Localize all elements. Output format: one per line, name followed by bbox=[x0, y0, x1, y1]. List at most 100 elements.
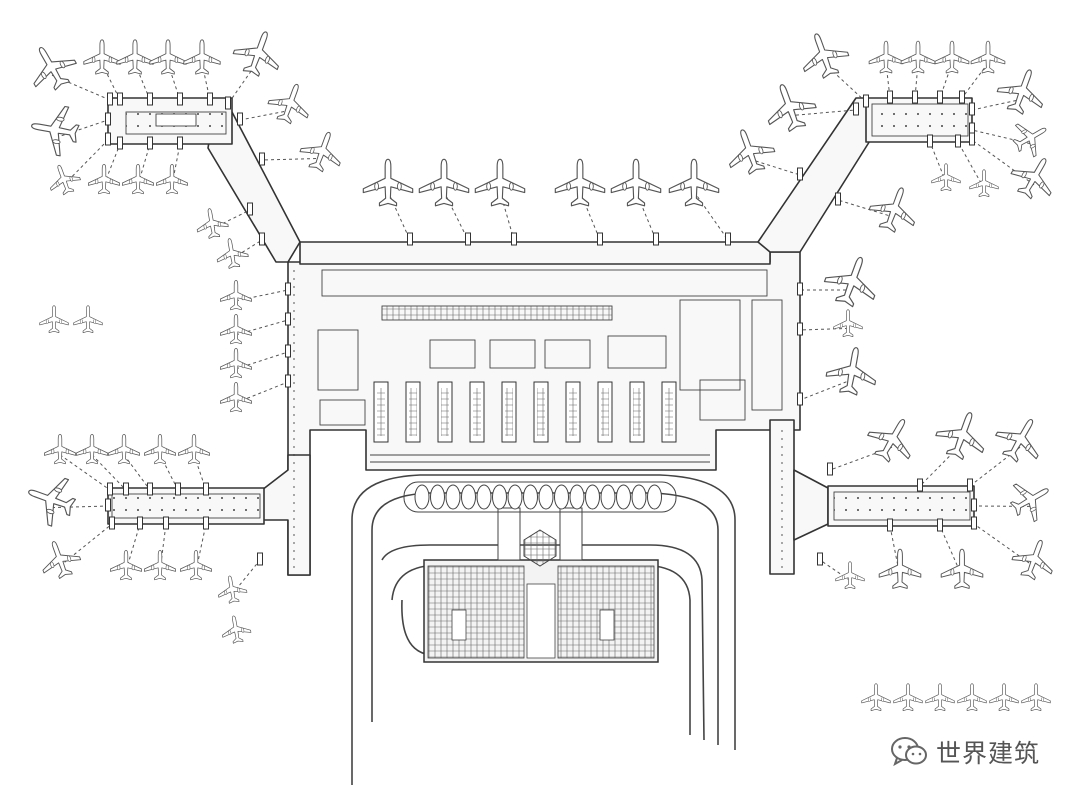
airplane-icon bbox=[108, 434, 140, 465]
canopy-bay bbox=[647, 484, 662, 510]
airplane-icon bbox=[1003, 471, 1059, 528]
airplane-icon bbox=[930, 403, 995, 466]
jet-bridge bbox=[797, 322, 803, 336]
taxi-line bbox=[789, 109, 857, 117]
airplane-icon bbox=[1007, 532, 1062, 585]
canopy-bay bbox=[492, 484, 507, 510]
canopy-bay bbox=[476, 484, 492, 510]
airplane-icon bbox=[833, 309, 863, 337]
airplane-icon bbox=[860, 407, 925, 471]
airplane-icon bbox=[757, 75, 822, 138]
airplane-icon bbox=[610, 158, 662, 207]
jet-bridge bbox=[597, 232, 603, 246]
airplane-icon bbox=[793, 25, 854, 84]
canopy-bay bbox=[430, 484, 445, 510]
airplane-icon bbox=[116, 39, 154, 75]
airplane-icon bbox=[474, 158, 526, 207]
jet-bridge bbox=[955, 134, 961, 148]
airplane-icon bbox=[1006, 112, 1056, 163]
airplane-icon bbox=[989, 683, 1019, 711]
jet-bridge bbox=[247, 202, 253, 216]
jet-bridge bbox=[177, 136, 183, 150]
taxi-line bbox=[837, 199, 895, 218]
airplane-icon bbox=[878, 548, 922, 589]
jet-bridge bbox=[207, 92, 213, 106]
jet-bridge bbox=[123, 482, 129, 496]
airplane-icon bbox=[228, 23, 289, 82]
canopy-bay bbox=[461, 484, 476, 510]
taxi-line bbox=[969, 446, 1021, 487]
jet-bridge bbox=[105, 132, 111, 146]
airplane-icon bbox=[362, 158, 414, 207]
airplane-icon bbox=[144, 434, 176, 465]
taxi-line bbox=[51, 74, 111, 101]
airplane-icon bbox=[992, 61, 1053, 120]
taxi-line bbox=[91, 454, 127, 491]
jet-bridge bbox=[163, 516, 169, 530]
airplane-icon bbox=[931, 163, 961, 191]
jet-bridge bbox=[109, 516, 115, 530]
taxi-line bbox=[799, 327, 849, 331]
taxi-line bbox=[59, 523, 113, 567]
airplane-icon bbox=[156, 164, 188, 195]
airplane-icon bbox=[193, 205, 231, 241]
jet-bridge bbox=[285, 344, 291, 358]
taxi-line bbox=[829, 446, 893, 471]
jet-bridge bbox=[969, 132, 975, 146]
jet-bridge bbox=[927, 134, 933, 148]
airplane-icon bbox=[220, 314, 252, 345]
taxi-line bbox=[749, 158, 801, 176]
taxi-line bbox=[971, 139, 1035, 186]
airplane-icon bbox=[893, 683, 923, 711]
jet-bridge bbox=[971, 498, 977, 512]
airplane-icon bbox=[122, 164, 154, 195]
wechat-icon bbox=[891, 737, 927, 767]
jet-bridge bbox=[147, 136, 153, 150]
watermark: 世界建筑 bbox=[890, 732, 1040, 772]
jet-bridge bbox=[912, 90, 918, 104]
canopy-bay bbox=[523, 484, 538, 510]
airplane-icon bbox=[44, 434, 76, 465]
jet-bridge bbox=[853, 102, 859, 116]
airplane-icon bbox=[73, 305, 103, 333]
jet-bridge bbox=[511, 232, 517, 246]
jet-bridge bbox=[107, 92, 113, 106]
jet-bridge bbox=[175, 482, 181, 496]
airplane-icon bbox=[76, 434, 108, 465]
airplane-icon bbox=[220, 280, 252, 311]
taxi-line bbox=[59, 454, 111, 491]
jet-bridge bbox=[817, 552, 823, 566]
jet-bridge bbox=[105, 112, 111, 126]
airplane-icon bbox=[34, 534, 85, 584]
airplane-icon bbox=[88, 164, 120, 195]
airplane-icon bbox=[970, 40, 1006, 74]
watermark-text: 世界建筑 bbox=[936, 739, 1041, 768]
taxi-line bbox=[239, 109, 291, 121]
airplane-icon bbox=[219, 613, 253, 646]
airplane-icon bbox=[39, 305, 69, 333]
jet-bridge bbox=[827, 462, 833, 476]
jet-bridge bbox=[285, 282, 291, 296]
landside-connector bbox=[497, 507, 583, 567]
taxi-line bbox=[693, 191, 729, 241]
airplane-icon bbox=[835, 561, 865, 589]
airplane-icon bbox=[418, 158, 470, 207]
taxi-line bbox=[63, 139, 109, 186]
terminal-interior bbox=[111, 103, 971, 570]
taxi-line bbox=[957, 141, 985, 189]
jet-bridge bbox=[147, 92, 153, 106]
airplane-icon bbox=[215, 573, 249, 606]
jet-bridge bbox=[967, 478, 973, 492]
airplane-icon bbox=[819, 248, 886, 314]
jet-bridge bbox=[887, 90, 893, 104]
jet-bridge bbox=[959, 90, 965, 104]
airplane-icon bbox=[43, 159, 84, 199]
canopy-bay bbox=[600, 484, 616, 510]
taxi-line bbox=[123, 454, 151, 491]
canopy-bay bbox=[569, 484, 585, 510]
airplane-icon bbox=[719, 121, 780, 180]
jet-bridge bbox=[117, 92, 123, 106]
jet-bridge bbox=[465, 232, 471, 246]
airplane-icon bbox=[823, 342, 882, 399]
